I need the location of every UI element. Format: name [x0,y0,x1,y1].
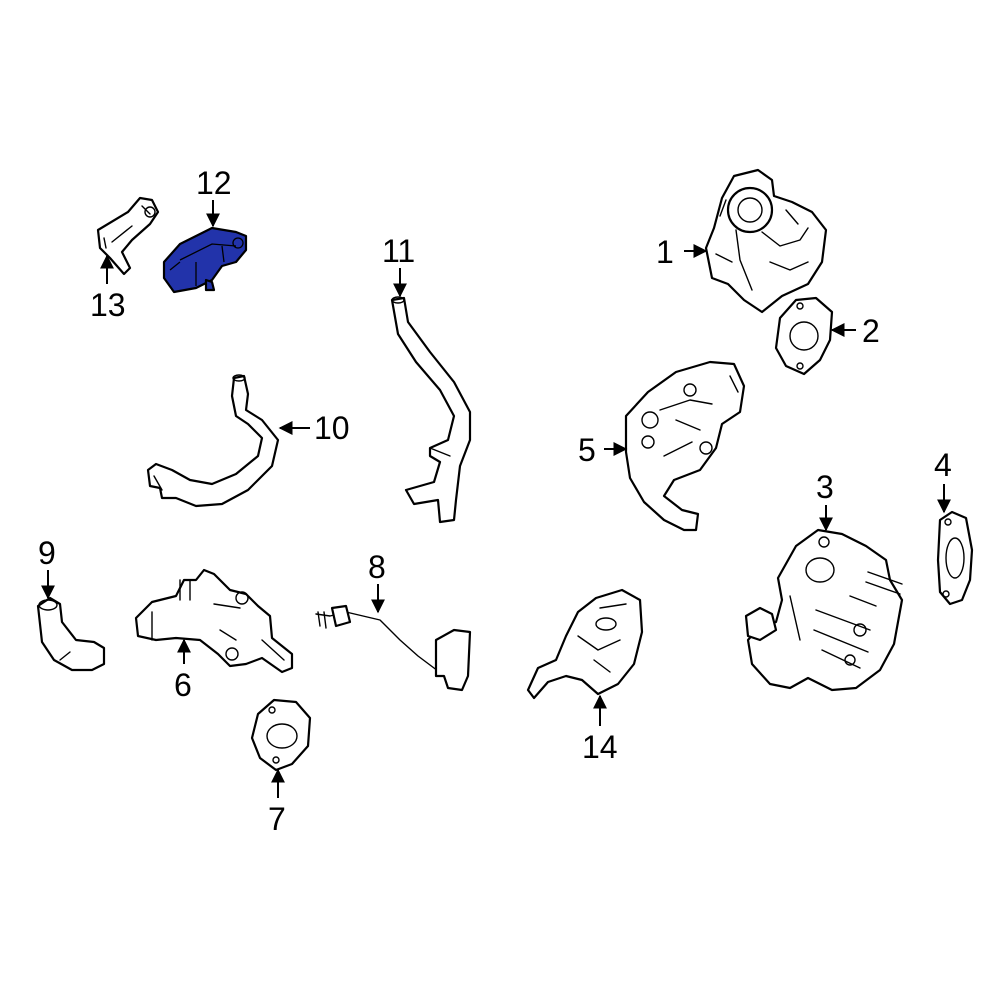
part-6-housing[interactable] [134,568,294,674]
callout-3: 3 [816,469,834,505]
callout-9: 9 [38,535,56,571]
callout-10: 10 [314,410,350,446]
part-5-mounting-bracket[interactable] [624,360,746,532]
callout-1: 1 [656,234,674,270]
part-2-gasket[interactable] [774,296,834,376]
part-8-sensor[interactable] [315,604,472,692]
part-4-gasket[interactable] [936,510,974,606]
callout-8: 8 [368,549,386,585]
callout-5: 5 [578,432,596,468]
part-1-egr-valve[interactable] [704,168,828,314]
callout-13: 13 [90,287,126,323]
part-7-gasket[interactable] [250,698,312,772]
callout-2: 2 [862,313,880,349]
part-3-egr-cooler[interactable] [744,528,904,692]
part-14-heat-shield[interactable] [526,588,644,700]
callout-4: 4 [934,447,952,483]
callout-7: 7 [268,801,286,837]
part-12-sensor[interactable] [162,226,248,294]
callout-11: 11 [382,233,415,269]
callout-6: 6 [174,667,192,703]
part-11-tube[interactable] [390,296,472,524]
part-10-hose[interactable] [146,374,280,508]
part-9-hose[interactable] [36,596,106,672]
callout-14: 14 [582,729,618,765]
callout-12: 12 [196,165,232,201]
